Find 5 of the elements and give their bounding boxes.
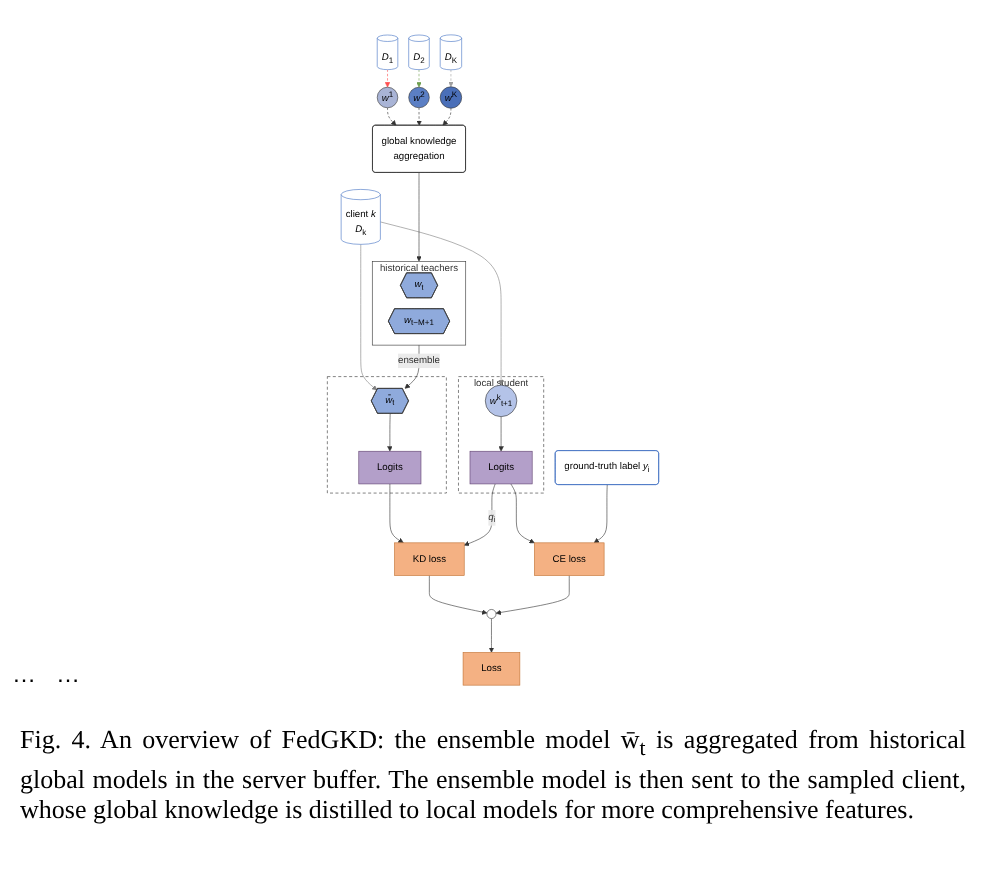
ellipsis-text: … [56, 660, 80, 688]
cluster [327, 376, 447, 494]
ellipsis-text: … [12, 660, 36, 688]
node-circle [486, 609, 497, 619]
figure-caption: Fig. 4. An overview of FedGKD: the ensemble model w̄$_{t}$ is aggregated from historical global models in the server buffer. The ensemble model is then sent to the sampled client, whose global knowledge is distilled to local models for more comprehensive features. [20, 724, 966, 826]
